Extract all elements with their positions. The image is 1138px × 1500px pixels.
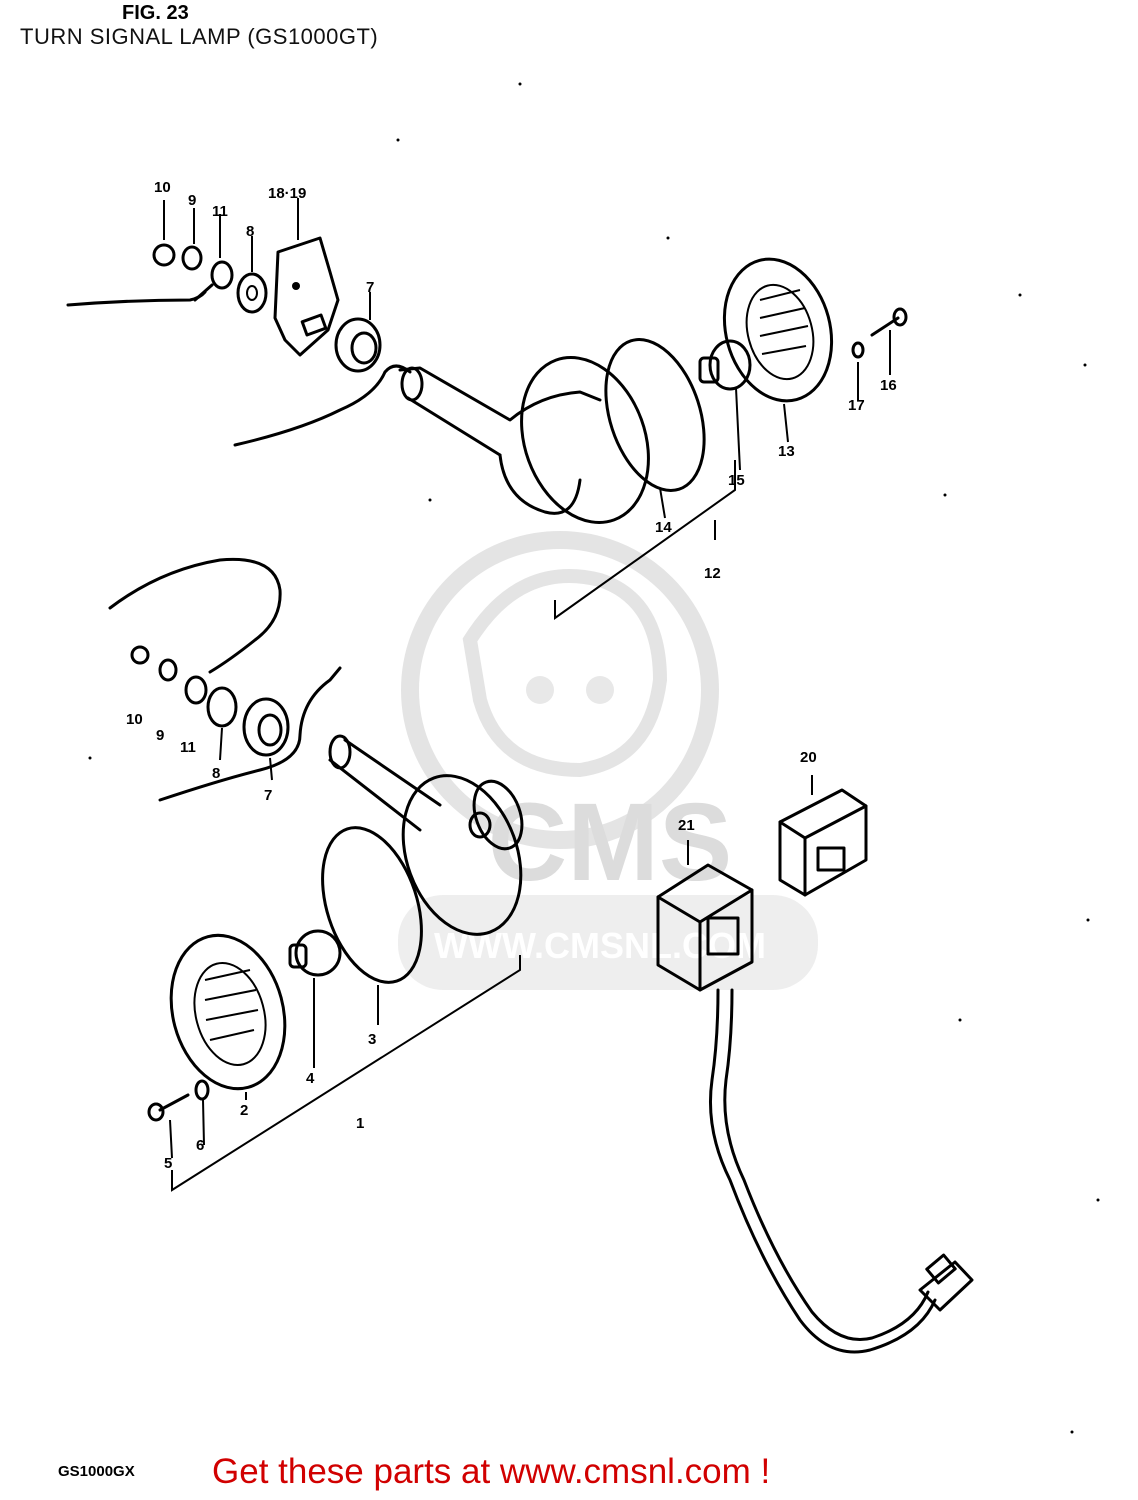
wiring-harness	[709, 988, 937, 1354]
label-20: 20	[800, 749, 817, 766]
scan-specks	[88, 82, 1100, 1434]
washer-9-upper	[181, 245, 203, 271]
nut-10-lower	[130, 645, 150, 665]
upper-wire-body	[233, 364, 412, 447]
washer-9-lower	[158, 658, 178, 682]
label-6: 6	[196, 1137, 204, 1154]
unit-21-with-harness	[656, 840, 974, 1354]
upper-stem	[398, 366, 602, 422]
label-1: 1	[356, 1115, 364, 1132]
grommet-7-upper	[334, 317, 382, 373]
label-4: 4	[306, 1070, 315, 1087]
watermark-brand: CMS	[488, 781, 732, 904]
relay-20	[778, 775, 868, 897]
label-21: 21	[678, 817, 695, 834]
gasket-3	[321, 826, 423, 984]
label-9-lower: 9	[156, 727, 164, 744]
label-11-lower: 11	[180, 739, 196, 756]
label-17: 17	[848, 397, 865, 414]
label-12: 12	[704, 565, 721, 582]
watermark-url: WWW.CMSNL.COM	[434, 925, 766, 966]
bulb-4	[294, 929, 342, 977]
gasket-14	[604, 338, 706, 492]
label-2: 2	[240, 1102, 248, 1119]
label-7-upper: 7	[366, 279, 374, 296]
harness-connector	[918, 1260, 974, 1312]
page-title: TURN SIGNAL LAMP (GS1000GT)	[20, 24, 379, 49]
lens-2	[169, 933, 287, 1091]
label-11-upper: 11	[212, 203, 228, 220]
label-5: 5	[164, 1155, 172, 1172]
model-label: GS1000GX	[58, 1463, 135, 1480]
get-parts-link[interactable]: Get these parts at www.cmsnl.com !	[212, 1452, 771, 1491]
terminal-11-upper	[210, 260, 234, 290]
lower-wire-body	[158, 666, 342, 802]
terminal-11-lower	[184, 675, 208, 705]
label-10-upper: 10	[154, 179, 171, 196]
label-10-lower: 10	[126, 711, 143, 728]
screw-5	[158, 1093, 190, 1112]
label-3: 3	[368, 1031, 376, 1048]
cmsnl-watermark: CMS WWW.CMSNL.COM	[398, 531, 818, 990]
label-8-lower: 8	[212, 765, 220, 782]
bulb-15	[708, 339, 752, 391]
label-8-upper: 8	[246, 223, 254, 240]
label-13: 13	[778, 443, 795, 460]
lower-housing	[401, 774, 523, 936]
label-14: 14	[655, 519, 672, 536]
upper-housing-rim	[520, 356, 650, 524]
grommet-7-lower	[242, 697, 290, 757]
lower-turn-signal-assembly	[108, 557, 524, 1192]
assembly-12-bracket	[554, 460, 736, 620]
label-16: 16	[880, 377, 897, 394]
washer-8-lower	[206, 686, 238, 728]
figure-label: FIG. 23	[122, 2, 189, 24]
nut-10-upper	[152, 243, 176, 267]
lower-wire-loop	[108, 557, 282, 674]
upper-wire-lead	[66, 290, 207, 307]
upper-housing	[498, 453, 582, 515]
lens-13	[722, 257, 834, 403]
bracket-18-19	[273, 236, 340, 357]
label-15: 15	[728, 472, 745, 489]
upper-turn-signal-assembly	[66, 198, 908, 620]
label-18-19: 18·19	[268, 185, 306, 202]
washer-6	[194, 1079, 210, 1101]
washer-17	[851, 341, 865, 359]
part-number-labels: 10 9 11 8 18·19 7 14 12 15 13 17 16 10 9…	[126, 179, 897, 1172]
label-9-upper: 9	[188, 192, 196, 209]
washer-8-upper	[236, 272, 268, 314]
label-7-lower: 7	[264, 787, 272, 804]
assembly-1-bracket	[171, 955, 521, 1192]
